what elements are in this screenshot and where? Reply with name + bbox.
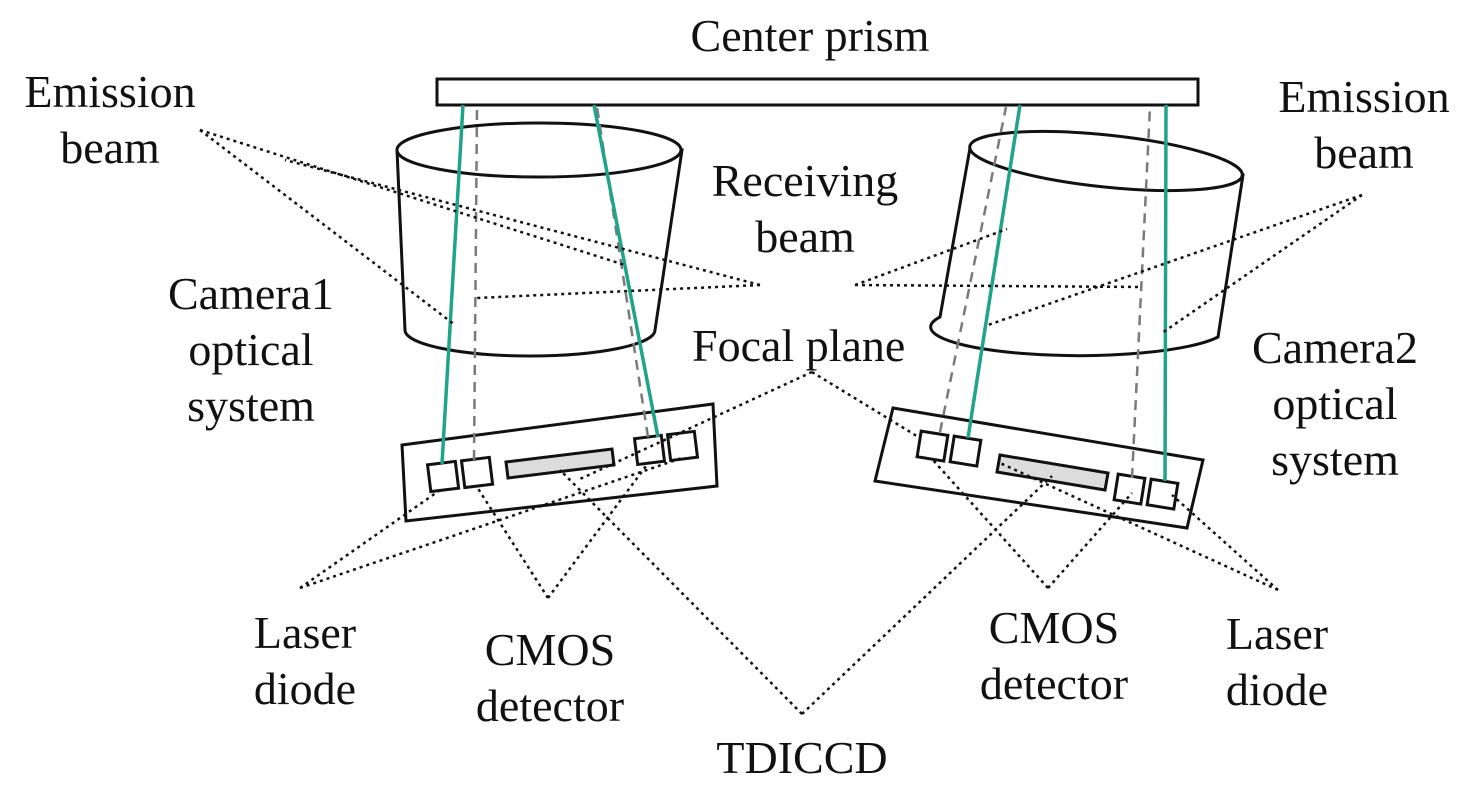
- camera1-cylinder: [395, 121, 684, 358]
- leader-lines: [199, 128, 1363, 715]
- center-prism: [435, 77, 1200, 107]
- label-emission-beam-right: Emission beam: [1278, 71, 1450, 178]
- laser-diode-right-a: [1112, 472, 1147, 506]
- tdiccd-left: [504, 447, 616, 480]
- label-camera1: Camera1 optical system: [167, 268, 335, 431]
- focal-plane-2: [873, 406, 1205, 530]
- emission-beam-line: [592, 104, 660, 438]
- cmos-left-a: [459, 455, 495, 490]
- label-camera2: Camera2 optical system: [1251, 322, 1419, 485]
- laser-diode-left-b: [665, 429, 700, 463]
- label-cmos-left: CMOS detector: [475, 624, 625, 731]
- emission-beam-line: [1163, 104, 1168, 482]
- label-laser-diode-right: Laser diode: [1225, 608, 1329, 715]
- laser-diode-left-a: [425, 459, 461, 494]
- focal-plane-1: [400, 402, 719, 523]
- label-tdiccd: TDICCD: [716, 732, 888, 783]
- emission-beam-line: [966, 104, 1022, 439]
- camera2-cylinder: [929, 129, 1245, 358]
- label-receiving-beam: Receiving beam: [711, 155, 899, 262]
- label-center-prism: Center prism: [690, 10, 930, 61]
- label-emission-beam-left: Emission beam: [24, 66, 196, 173]
- label-focal-plane: Focal plane: [692, 320, 906, 371]
- tdiccd-right: [995, 453, 1110, 492]
- label-laser-diode-left: Laser diode: [253, 607, 357, 714]
- cmos-right-b: [948, 434, 983, 468]
- label-cmos-right: CMOS detector: [979, 602, 1129, 709]
- emission-beam-line: [440, 104, 465, 465]
- emission-beams: [440, 104, 1168, 482]
- laser-diode-right-b: [1145, 477, 1180, 511]
- cmos-left-b: [632, 433, 667, 467]
- cmos-right-a: [915, 429, 950, 463]
